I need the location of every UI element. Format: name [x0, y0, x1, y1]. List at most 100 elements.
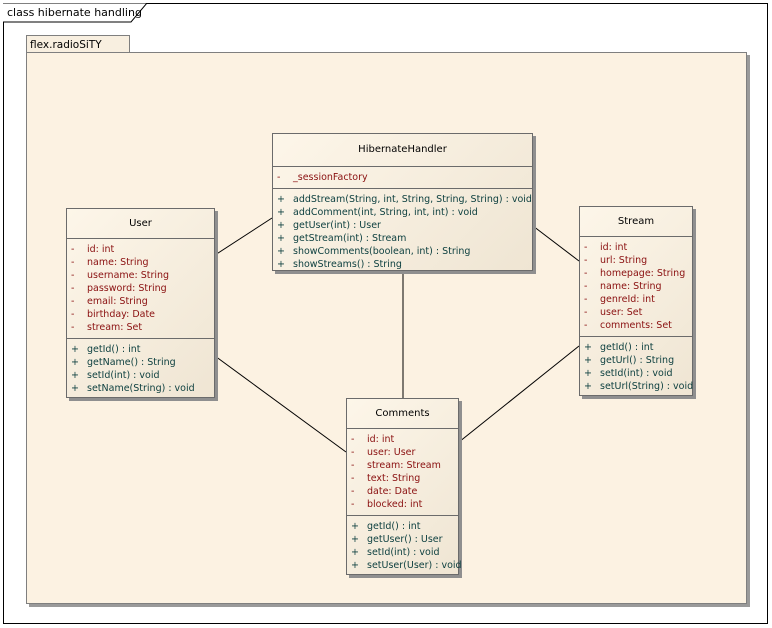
attribute-row[interactable]: -user: User: [347, 446, 458, 459]
attribute-text: url: String: [600, 255, 648, 266]
attribute-text: genreId: int: [600, 294, 655, 305]
attribute-row[interactable]: -id: int: [67, 243, 214, 256]
attribute-row[interactable]: -password: String: [67, 282, 214, 295]
operation-text: setId(int) : void: [600, 368, 673, 379]
association-hibernate-stream: [532, 225, 580, 262]
attribute-row[interactable]: - comments: Set: [580, 319, 692, 332]
operation-text: setId(int) : void: [87, 370, 160, 381]
attribute-row[interactable]: -user: Set: [580, 306, 692, 319]
visibility-public: +: [584, 342, 592, 353]
class-name: Comments: [375, 408, 430, 419]
operation-row[interactable]: + getUser(int) : User: [273, 219, 532, 232]
visibility-private: -: [351, 486, 355, 497]
operation-text: addComment(int, String, int, int) : void: [293, 207, 478, 218]
class-stream[interactable]: Stream-id: int-url: String-homepage: Str…: [579, 206, 693, 396]
attribute-row[interactable]: -id: int: [347, 433, 458, 446]
association-hibernate-user: [214, 217, 273, 256]
association-user-comments: [214, 355, 347, 453]
visibility-public: +: [351, 560, 359, 571]
attribute-row[interactable]: -name: String: [67, 256, 214, 269]
visibility-private: -: [71, 322, 75, 333]
attribute-row[interactable]: -name: String: [580, 280, 692, 293]
operation-row[interactable]: +showStreams() : String: [273, 258, 532, 271]
visibility-private: -: [351, 499, 355, 510]
attribute-text: text: String: [367, 473, 421, 484]
visibility-public: +: [71, 370, 79, 381]
operation-row[interactable]: + addComment(int, String, int, int) : voi…: [273, 206, 532, 219]
attribute-row[interactable]: - username: String: [67, 269, 214, 282]
operation-row[interactable]: + getName() : String: [67, 356, 214, 369]
visibility-public: +: [71, 344, 79, 355]
attribute-text: birthday: Date: [87, 309, 156, 320]
operation-text: setUser(User) : void: [367, 560, 462, 571]
attributes-compartment: -id: int-user: User-stream: Stream-text:…: [347, 428, 458, 515]
visibility-private: -: [277, 172, 281, 183]
operation-row[interactable]: + setId(int) : void: [67, 369, 214, 382]
operation-row[interactable]: + getId() : int: [67, 343, 214, 356]
package-tab[interactable]: [26, 35, 130, 53]
operation-text: getUrl() : String: [600, 355, 675, 366]
attribute-row[interactable]: - date: Date: [347, 485, 458, 498]
visibility-private: -: [584, 281, 588, 292]
visibility-public: +: [277, 246, 285, 257]
operation-row[interactable]: +setName(String) : void: [67, 382, 214, 395]
visibility-private: -: [351, 434, 355, 445]
class-hibernatehandler[interactable]: HibernateHandler-_sessionFactory+addStre…: [272, 133, 533, 271]
operation-text: getName() : String: [87, 357, 176, 368]
attribute-row[interactable]: -id: int: [580, 241, 692, 254]
attribute-text: comments: Set: [600, 320, 672, 331]
visibility-public: +: [71, 357, 79, 368]
package-name: flex.radioSiTY: [30, 39, 102, 51]
operation-text: getUser(int) : User: [293, 220, 381, 231]
visibility-public: +: [277, 220, 285, 231]
operation-row[interactable]: +getStream(int) : Stream: [273, 232, 532, 245]
attribute-row[interactable]: - birthday: Date: [67, 308, 214, 321]
class-user[interactable]: User-id: int-name: String-username: Stri…: [66, 208, 215, 398]
attribute-row[interactable]: -stream: Stream: [347, 459, 458, 472]
attribute-row[interactable]: - text: String: [347, 472, 458, 485]
attribute-text: homepage: String: [600, 268, 686, 279]
attribute-row[interactable]: -genreId: int: [580, 293, 692, 306]
visibility-private: -: [584, 320, 588, 331]
attribute-text: blocked: int: [367, 499, 423, 510]
visibility-private: -: [71, 270, 75, 281]
attribute-row[interactable]: - blocked: int: [347, 498, 458, 511]
attribute-text: id: int: [87, 244, 115, 255]
attribute-row[interactable]: -stream: Set: [67, 321, 214, 334]
class-comments[interactable]: Comments-id: int-user: User-stream: Stre…: [346, 398, 462, 575]
attribute-row[interactable]: - email: String: [67, 295, 214, 308]
visibility-private: -: [71, 309, 75, 320]
operation-row[interactable]: +setId(int) : void: [580, 367, 692, 380]
visibility-private: -: [71, 257, 75, 268]
attributes-compartment: -id: int-url: String-homepage: String-na…: [580, 236, 692, 336]
attribute-row[interactable]: -homepage: String: [580, 267, 692, 280]
visibility-public: +: [351, 534, 359, 545]
class-name: Stream: [617, 216, 655, 227]
operation-text: getId() : int: [87, 344, 141, 355]
operation-text: addStream(String, int, String, String, S…: [293, 194, 532, 205]
visibility-private: -: [351, 473, 355, 484]
attribute-text: username: String: [87, 270, 170, 281]
visibility-public: +: [71, 383, 79, 394]
operation-row[interactable]: +showComments(boolean, int) : String: [273, 245, 532, 258]
visibility-private: -: [71, 283, 75, 294]
operation-row[interactable]: +setUrl(String) : void: [580, 380, 693, 393]
frame-title: class hibernate handling: [7, 6, 142, 19]
operation-row[interactable]: + addStream(String, int, String, String, …: [273, 193, 532, 206]
operation-row[interactable]: +getId() : int: [347, 520, 458, 533]
attribute-text: date: Date: [367, 486, 418, 497]
attribute-text: stream: Stream: [367, 460, 441, 471]
attribute-text: user: User: [367, 447, 416, 458]
frame-title-tab: [3, 3, 148, 23]
attribute-row[interactable]: -url: String: [580, 254, 692, 267]
operation-row[interactable]: + setUser(User) : void: [347, 559, 462, 572]
attribute-text: email: String: [87, 296, 148, 307]
visibility-private: -: [71, 296, 75, 307]
operation-row[interactable]: +getUser() : User: [347, 533, 458, 546]
visibility-public: +: [277, 207, 285, 218]
attribute-row[interactable]: -_sessionFactory: [273, 171, 532, 184]
visibility-public: +: [277, 194, 285, 205]
operation-row[interactable]: +getId() : int: [580, 341, 692, 354]
operation-row[interactable]: +getUrl() : String: [580, 354, 692, 367]
operation-row[interactable]: +setId(int) : void: [347, 546, 458, 559]
